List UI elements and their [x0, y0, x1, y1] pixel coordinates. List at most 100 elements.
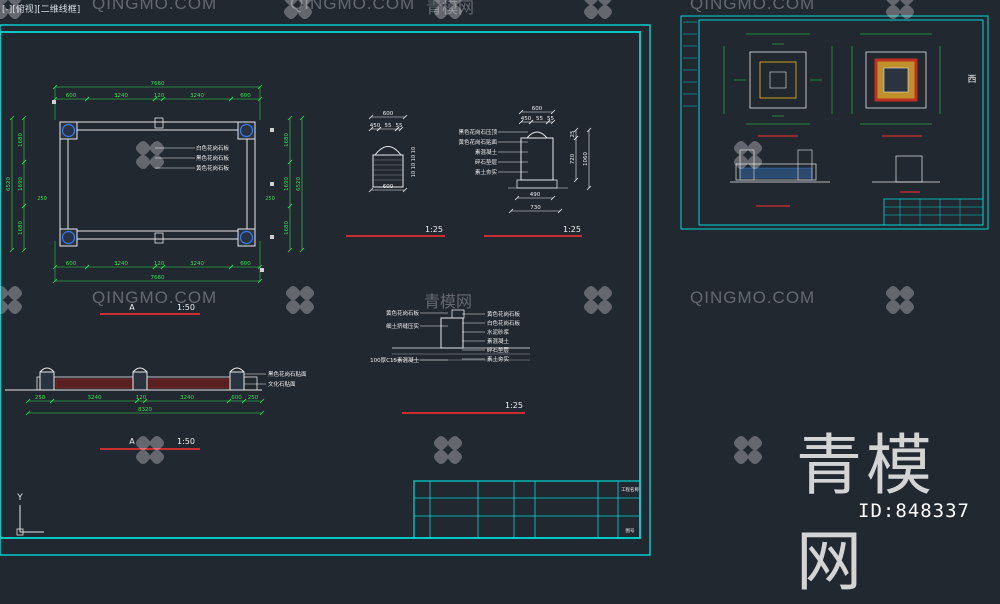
watermark-logo-petal [747, 435, 763, 451]
thumb-title-block [883, 198, 984, 226]
thumb-plan-inner [759, 61, 797, 99]
detail-note: 碎石垫层 [487, 346, 510, 354]
watermark-logo-petal [447, 4, 463, 20]
watermark-logo-petal [149, 449, 165, 465]
dimension-text: 8320 [138, 407, 152, 413]
watermark-logo-icon [0, 285, 23, 315]
watermark-logo-icon [283, 0, 313, 20]
dimension-text: 3240 [180, 395, 194, 401]
dimension-text: 1680 [18, 133, 24, 147]
dimension-tick [152, 264, 158, 270]
sheet-border [0, 24, 651, 556]
title-block-frame [413, 480, 641, 539]
watermark-id: ID:848337 [858, 500, 970, 522]
watermark-logo-petal [135, 154, 151, 170]
section-marker [270, 182, 274, 186]
watermark-logo-petal [0, 285, 9, 301]
pillar-cap-arc [39, 367, 55, 373]
dimension-text: 55 [547, 116, 554, 122]
thumb-elev-pillar [739, 149, 755, 181]
dimension-tick [134, 398, 140, 404]
title-block-cell: 工程名称 [621, 486, 639, 493]
watermark-logo-petal [297, 0, 313, 6]
dimension-text: 3240 [114, 261, 128, 267]
center-post [154, 232, 164, 244]
dimension-text: 3240 [88, 395, 102, 401]
dimension-tick [287, 115, 293, 121]
watermark-logo-petal [7, 299, 23, 315]
dimension-text: 600 [383, 184, 394, 190]
dimension-text: 1060 [583, 152, 589, 166]
dimension-text: 1680 [284, 133, 290, 147]
watermark-logo-petal [733, 154, 749, 170]
watermark-logo-icon [885, 285, 915, 315]
dimension-tick [514, 195, 520, 201]
dimension-tick [9, 115, 15, 121]
plan-inner-wall [67, 129, 248, 232]
section-marker [52, 100, 56, 104]
sheet-inner-border [0, 31, 641, 539]
dimension-tick [299, 247, 305, 253]
watermark-logo-petal [747, 449, 763, 465]
watermark-logo-petal [885, 0, 901, 6]
dimension-text: 250 [37, 196, 47, 202]
watermark-logo-icon [583, 0, 613, 20]
watermark-logo-petal [583, 0, 599, 6]
wall-section [520, 137, 554, 181]
pillar-section [372, 154, 404, 188]
detail-note: 细土挤缝压实 [386, 322, 420, 330]
dimension-tick [586, 185, 592, 191]
dimension-text: 450 [370, 123, 381, 129]
dimension-tick [557, 208, 563, 214]
thumbnail-inner-border [698, 19, 984, 226]
dimension-text: 600 [66, 93, 77, 99]
dimension-text: 3240 [190, 261, 204, 267]
detail-note: 素土夯实 [487, 355, 510, 363]
dimension-text: 600 [66, 261, 77, 267]
watermark-logo-icon [433, 435, 463, 465]
viewport-label[interactable]: [-][俯视][二维线框] [2, 5, 81, 15]
pillar-cap [61, 123, 76, 138]
watermark-text: QINGMO.COM [690, 288, 816, 307]
dimension-text: 120 [154, 93, 165, 99]
watermark-logo-petal [0, 0, 9, 6]
dimension-tick [152, 96, 158, 102]
dimension-text: 600 [231, 395, 242, 401]
section-marker [260, 268, 264, 272]
dimension-tick [259, 410, 265, 416]
scale-label: 1:50 [177, 437, 195, 446]
watermark-logo-petal [885, 299, 901, 315]
dimension-tick [550, 119, 556, 125]
watermark-logo-icon [583, 285, 613, 315]
dimension-tick [550, 109, 556, 115]
dimension-tick [368, 126, 374, 132]
watermark-logo-petal [7, 285, 23, 301]
watermark-logo-petal [7, 0, 23, 6]
watermark-text: QINGMO.COM [92, 288, 218, 307]
dimension-tick [160, 96, 166, 102]
dimension-tick [573, 127, 579, 133]
section-marker [270, 128, 274, 132]
dimension-text: 600 [240, 261, 251, 267]
watermark-logo-petal [0, 299, 9, 315]
watermark-logo-icon [885, 0, 915, 20]
dimension-tick [398, 126, 404, 132]
watermark-logo-petal [135, 140, 151, 156]
dimension-text: 55 [396, 123, 403, 129]
watermark-logo-icon [135, 140, 165, 170]
elevation-note: 黑色花岗石贴面 [268, 370, 307, 378]
dimension-text: 6520 [296, 177, 302, 191]
dimension-text: 450 [521, 116, 532, 122]
watermark-logo-petal [285, 299, 301, 315]
watermark-logo-petal [733, 140, 749, 156]
dimension-text: 3240 [114, 93, 128, 99]
detail-note: 黄色花岗石贴面 [458, 138, 497, 146]
dimension-tick [160, 264, 166, 270]
dimension-tick [573, 135, 579, 141]
cap-arc [526, 131, 548, 139]
dimension-tick [368, 187, 374, 193]
watermark-logo-petal [733, 449, 749, 465]
watermark-text: QINGMO.COM [92, 0, 218, 13]
